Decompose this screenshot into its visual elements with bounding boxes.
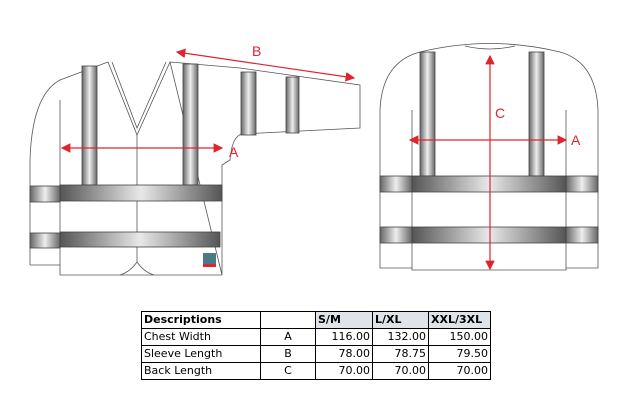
row-code: C [260, 362, 316, 380]
back-measure-arrows [408, 54, 568, 271]
label-c: C [495, 105, 505, 121]
front-jacket [29, 61, 361, 276]
front-measure-arrows [60, 48, 356, 153]
sleeve-arrow [175, 48, 356, 82]
row-value-lxl: 70.00 [372, 362, 429, 380]
header-descriptions: Descriptions [141, 311, 261, 329]
header-xxl3xl: XXL/3XL [428, 311, 491, 329]
back-jacket [379, 43, 599, 271]
row-value-xxl3xl: 70.00 [428, 362, 491, 380]
row-value-lxl: 132.00 [372, 328, 429, 346]
table-row: Sleeve Length B 78.00 78.75 79.50 [141, 345, 491, 363]
row-value-sm: 70.00 [315, 362, 373, 380]
header-code [260, 311, 316, 329]
row-code: B [260, 345, 316, 363]
table-row: Back Length C 70.00 70.00 70.00 [141, 362, 491, 380]
row-value-xxl3xl: 79.50 [428, 345, 491, 363]
row-code: A [260, 328, 316, 346]
header-sm: S/M [315, 311, 373, 329]
table-row: Chest Width A 116.00 132.00 150.00 [141, 328, 491, 346]
label-a-back: A [571, 132, 581, 148]
jacket-diagrams: B A C A [29, 43, 599, 276]
row-description: Back Length [141, 362, 261, 380]
garment-label-icon [203, 253, 216, 267]
row-value-sm: 116.00 [315, 328, 373, 346]
row-value-lxl: 78.75 [372, 345, 429, 363]
row-description: Chest Width [141, 328, 261, 346]
row-value-sm: 78.00 [315, 345, 373, 363]
table-header-row: Descriptions S/M L/XL XXL/3XL [141, 311, 491, 329]
size-table: Descriptions S/M L/XL XXL/3XL Chest Widt… [141, 311, 491, 380]
label-a-front: A [229, 144, 239, 160]
row-description: Sleeve Length [141, 345, 261, 363]
header-lxl: L/XL [372, 311, 429, 329]
label-b: B [252, 43, 261, 59]
row-value-xxl3xl: 150.00 [428, 328, 491, 346]
